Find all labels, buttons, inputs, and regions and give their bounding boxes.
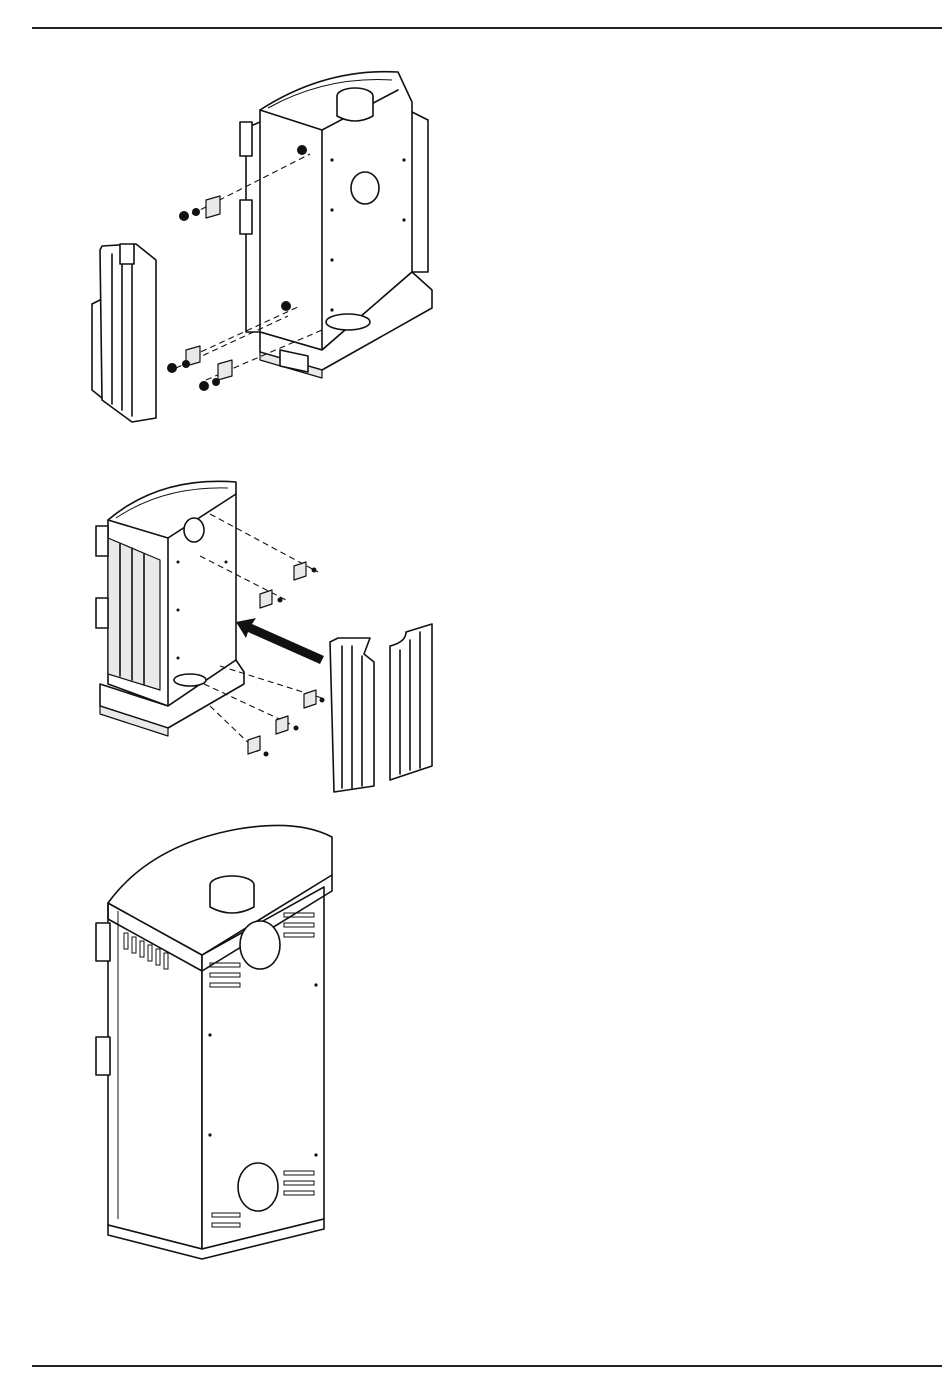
side-panel-detached bbox=[92, 244, 156, 422]
stove-frame-body-1 bbox=[240, 72, 432, 378]
figure-1-stove-frame-with-side-panel bbox=[60, 50, 440, 445]
stove-assembled-body bbox=[96, 825, 332, 1259]
footer-rule bbox=[32, 1365, 942, 1367]
side-panel-right-loose bbox=[390, 624, 432, 780]
side-panel-left-loose bbox=[330, 638, 374, 792]
header-rule bbox=[32, 27, 942, 29]
figure-3-assembled-stove bbox=[60, 815, 360, 1270]
insert-direction-arrow bbox=[236, 618, 324, 664]
stove-frame-body-2 bbox=[96, 481, 244, 736]
figure-2-fitting-side-panels bbox=[60, 470, 440, 805]
